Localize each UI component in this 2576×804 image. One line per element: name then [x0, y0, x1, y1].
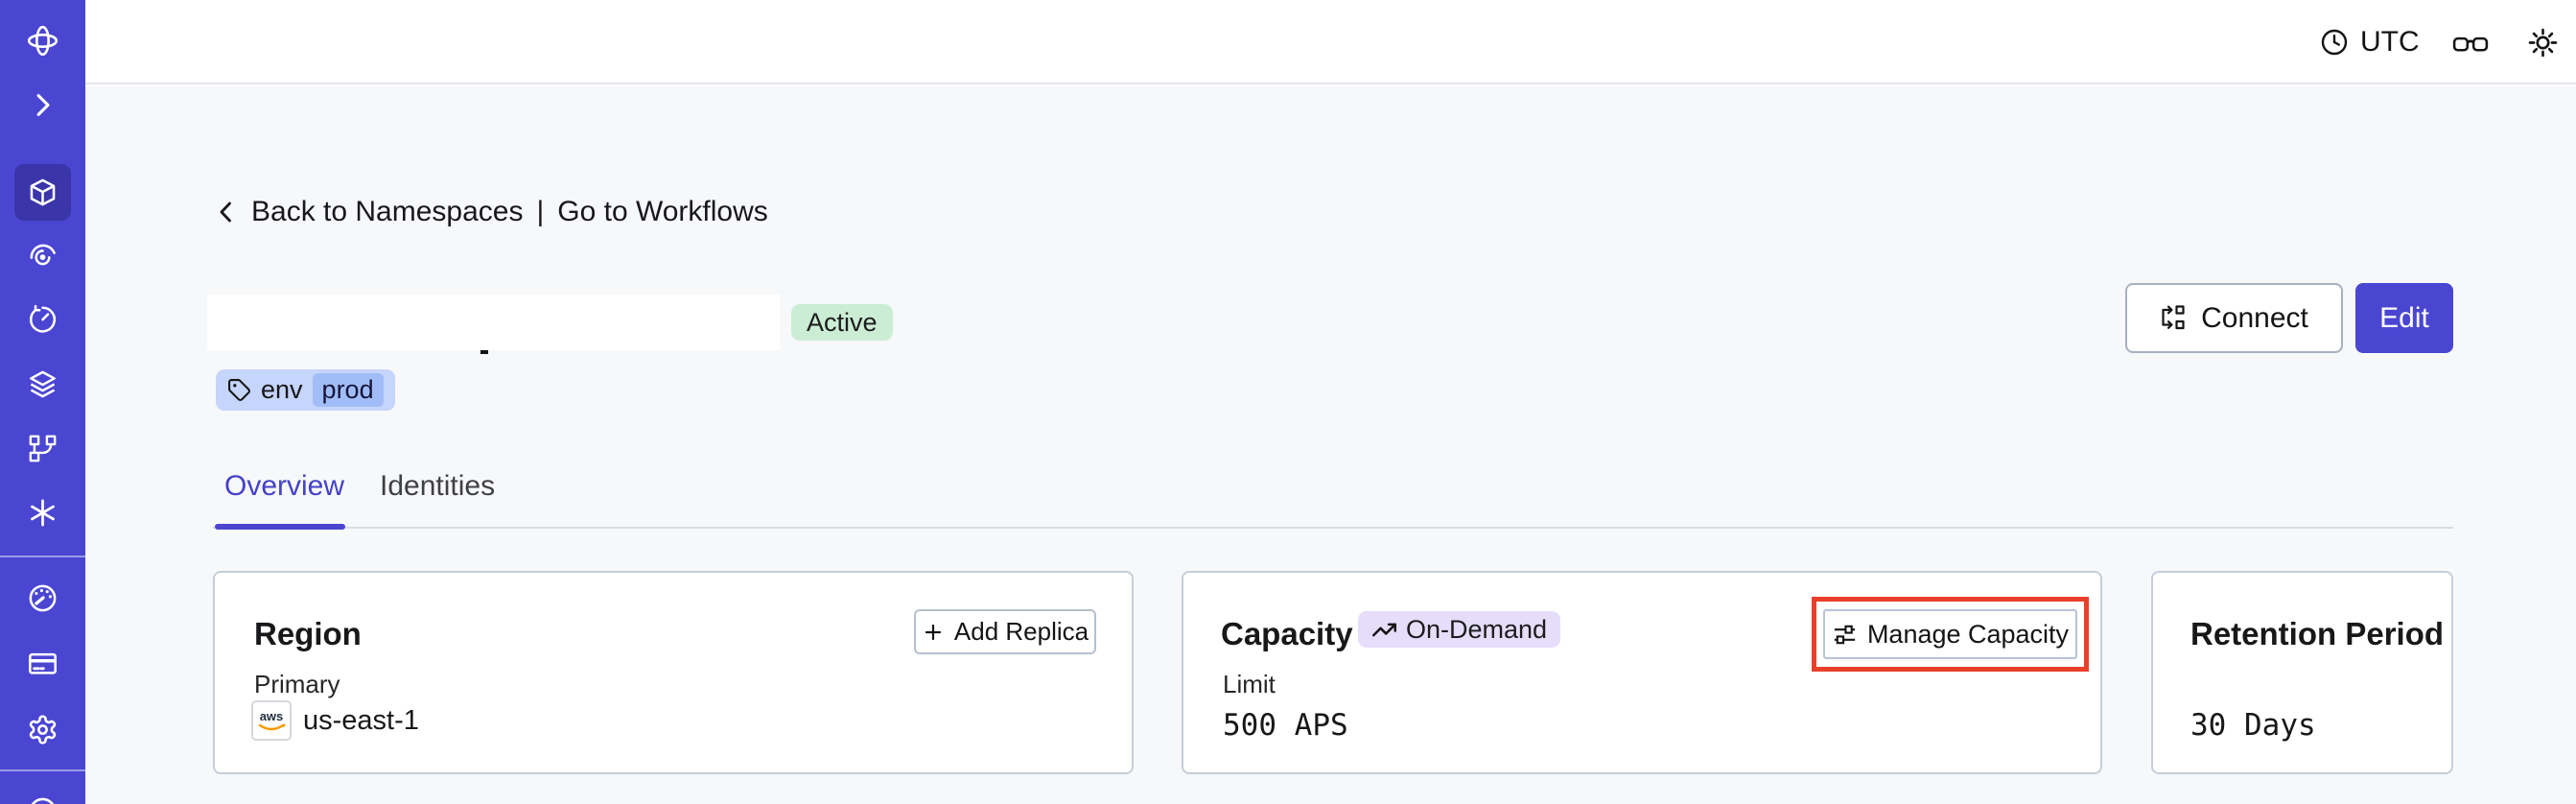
trending-up-icon: [1372, 623, 1396, 636]
annotation-highlight-box: [1812, 597, 2089, 672]
sidebar-item-partial-circle-icon[interactable]: [27, 794, 59, 804]
glasses-icon[interactable]: [2452, 32, 2489, 59]
sidebar-item-asterisk-icon[interactable]: [27, 497, 59, 529]
limit-label: Limit: [1223, 670, 1276, 698]
add-replica-button[interactable]: Add Replica: [914, 609, 1096, 654]
go-to-workflows-link[interactable]: Go to Workflows: [557, 196, 768, 228]
sidebar-divider: [0, 769, 85, 771]
namespace-name-redacted: [207, 295, 780, 350]
sidebar-item-cube-icon[interactable]: [27, 177, 59, 208]
aws-logo-text: aws: [260, 709, 284, 723]
connect-button[interactable]: Connect: [2125, 283, 2343, 353]
sidebar-divider: [0, 556, 85, 557]
status-badge: Active: [791, 304, 893, 341]
tab-overview[interactable]: Overview: [224, 470, 345, 502]
capacity-card-title: Capacity: [1221, 616, 1353, 651]
add-replica-label: Add Replica: [953, 617, 1089, 646]
manage-capacity-label: Manage Capacity: [1866, 619, 2070, 649]
temporal-logo-icon[interactable]: [27, 25, 59, 57]
namespace-tag: env prod: [216, 369, 395, 411]
tabs-divider: [213, 527, 2453, 529]
tag-icon: [228, 379, 250, 401]
region-value: us-east-1: [303, 705, 419, 736]
retention-card: Retention Period 30 Days: [2151, 571, 2453, 774]
clock-icon[interactable]: [2320, 28, 2349, 57]
primary-label: Primary: [254, 670, 340, 698]
sidebar-item-layers-icon[interactable]: [27, 368, 59, 400]
aws-provider-icon: aws: [251, 700, 292, 741]
region-card: Region Add Replica Primary aws us-east-1: [213, 571, 1134, 774]
back-to-namespaces-link[interactable]: Back to Namespaces: [213, 196, 523, 228]
retention-card-title: Retention Period: [2190, 616, 2445, 651]
sidebar-item-spiral-icon[interactable]: [27, 240, 59, 272]
region-card-title: Region: [254, 616, 362, 651]
sidebar-item-branch-icon[interactable]: [27, 433, 59, 464]
active-tab-underline: [215, 524, 345, 530]
edit-button-label: Edit: [2379, 301, 2429, 334]
sidebar-item-credit-card-icon[interactable]: [27, 648, 59, 679]
breadcrumb-separator: |: [536, 196, 545, 227]
sun-icon[interactable]: [2527, 27, 2559, 59]
sidebar-item-clock-retry-icon[interactable]: [27, 303, 59, 335]
sidebar-item-gauge-icon[interactable]: [27, 582, 59, 614]
manage-capacity-button[interactable]: Manage Capacity: [1823, 609, 2077, 659]
retention-value: 30 Days: [2190, 708, 2316, 743]
tag-value-chip: prod: [312, 373, 384, 407]
sidebar-expand-chevron-icon[interactable]: [27, 89, 59, 121]
sidebar-item-gear-icon[interactable]: [27, 714, 59, 745]
sidebar-nav: [0, 0, 85, 804]
on-demand-label: On-Demand: [1406, 614, 1548, 644]
topbar: UTC: [85, 0, 2576, 84]
capacity-card: Capacity On-Demand Manage Capacity Limit…: [1182, 571, 2102, 774]
tag-key-label: env: [261, 375, 303, 404]
sliders-icon: [1834, 625, 1856, 644]
capacity-value: 500 APS: [1223, 708, 1348, 743]
connect-icon: [2162, 304, 2185, 329]
back-link-label: Back to Namespaces: [251, 196, 524, 227]
workflows-link-label: Go to Workflows: [557, 196, 768, 227]
connect-button-label: Connect: [2201, 301, 2308, 334]
redaction-artifact: [480, 348, 488, 354]
plus-icon: [925, 624, 941, 640]
on-demand-badge: On-Demand: [1358, 611, 1561, 648]
timezone-label[interactable]: UTC: [2360, 26, 2420, 58]
tab-identities[interactable]: Identities: [380, 470, 496, 502]
edit-button[interactable]: Edit: [2355, 283, 2453, 353]
breadcrumb: Back to Namespaces | Go to Workflows: [213, 196, 768, 228]
chevron-left-icon: [220, 201, 231, 223]
